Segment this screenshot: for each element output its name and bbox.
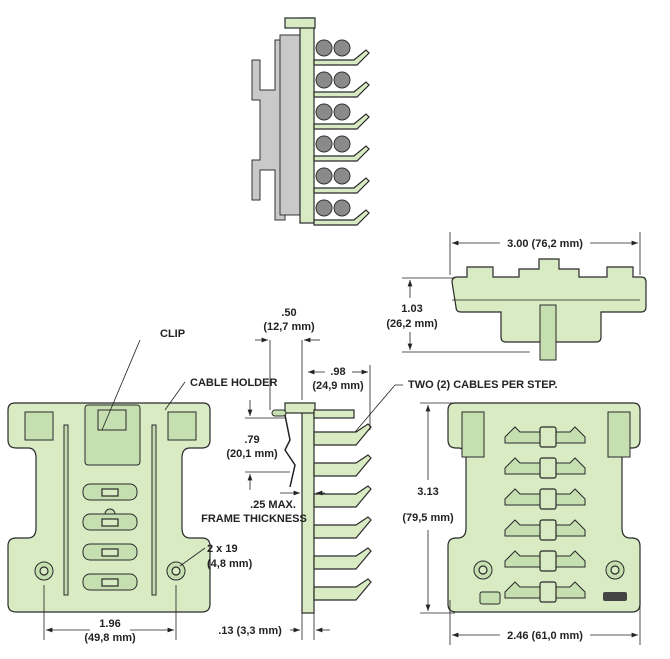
brand-logo	[603, 592, 627, 601]
slot-tab	[101, 548, 119, 557]
frame-thickness-label: FRAME THICKNESS	[201, 513, 307, 525]
slot-tab	[101, 518, 119, 527]
back-latch-left	[461, 411, 485, 458]
side-clip-spring	[284, 414, 296, 488]
top-view-stem	[539, 304, 557, 361]
cable	[315, 39, 333, 57]
side-view: .50 (12,7 mm) .98 (24,9 mm) .79 (20,1 mm…	[201, 307, 558, 640]
cable	[315, 135, 333, 153]
back-view: 3.13 (79,5 mm) 2.46 (61,0 mm)	[402, 402, 641, 645]
step-hook	[313, 81, 370, 98]
clip-tab	[97, 409, 127, 431]
step-hook	[313, 145, 370, 162]
frame-rail	[279, 34, 301, 216]
slot-tab	[101, 488, 119, 497]
front-body	[7, 402, 211, 613]
depth-total-mm: (12,7 mm)	[263, 321, 315, 333]
clip-height-in: .79	[244, 434, 259, 446]
top-view: 3.00 (76,2 mm) 1.03 (26,2 mm)	[386, 232, 647, 361]
cable	[315, 71, 333, 89]
step-hook	[313, 454, 372, 477]
cable	[333, 167, 351, 185]
side-clip-tip	[271, 409, 287, 417]
mounting-frame	[251, 39, 286, 221]
hole-dim-mm: (4,8 mm)	[207, 558, 253, 570]
step-hook	[313, 516, 372, 539]
back-step-tab	[539, 550, 557, 572]
holder-top	[284, 17, 316, 29]
front-width-in: 1.96	[99, 618, 120, 630]
two-cables-label: TWO (2) CABLES PER STEP.	[408, 379, 558, 391]
side-top-shelf	[313, 409, 355, 419]
rib-left	[63, 424, 69, 596]
front-view: CLIP CABLE HOLDER 2 x 19 (4,8 mm) 1.96 (…	[7, 328, 277, 644]
step-hook	[313, 485, 372, 508]
hole-dim-in: 2 x 19	[207, 543, 238, 555]
top-view-body	[451, 258, 647, 343]
cable	[333, 103, 351, 121]
base-thickness-dim: .13 (3,3 mm)	[218, 625, 282, 637]
cable	[333, 71, 351, 89]
height-mm: (79,5 mm)	[402, 512, 454, 524]
clip-height-mm: (20,1 mm)	[226, 448, 278, 460]
front-width-mm: (49,8 mm)	[84, 632, 136, 644]
top-width-dim: 3.00 (76,2 mm)	[507, 238, 583, 250]
back-latch-right	[607, 411, 631, 458]
clip-label: CLIP	[160, 328, 185, 340]
step-hook	[313, 578, 372, 601]
back-label-pad	[479, 591, 501, 605]
top-height-in: 1.03	[401, 303, 422, 315]
step-hook	[313, 209, 370, 226]
rib-right	[151, 424, 157, 596]
back-step-tab	[539, 519, 557, 541]
cable	[333, 135, 351, 153]
back-width-dim: 2.46 (61,0 mm)	[507, 630, 583, 642]
back-step-tab	[539, 426, 557, 448]
cable	[333, 39, 351, 57]
step-hook	[313, 49, 370, 66]
depth-holder-in: .98	[330, 366, 345, 378]
back-step-tab	[539, 488, 557, 510]
depth-holder-mm: (24,9 mm)	[312, 380, 364, 392]
step-hook	[313, 423, 372, 446]
slot-tab	[101, 578, 119, 587]
side-top	[284, 402, 316, 414]
cable-holder-label: CABLE HOLDER	[190, 377, 277, 389]
cable	[315, 199, 333, 217]
top-height-mm: (26,2 mm)	[386, 318, 438, 330]
cable	[333, 199, 351, 217]
cable	[315, 103, 333, 121]
back-step-tab	[539, 457, 557, 479]
depth-total-in: .50	[281, 307, 296, 319]
back-step-tab	[539, 581, 557, 603]
corner-latch-left	[24, 411, 54, 441]
frame-max-dim: .25 MAX.	[250, 499, 296, 511]
cable	[315, 167, 333, 185]
height-in: 3.13	[417, 486, 438, 498]
side-spine	[301, 404, 315, 614]
holder-spine	[299, 17, 315, 224]
step-hook	[313, 113, 370, 130]
step-hook	[313, 547, 372, 570]
side-view-with-cables	[251, 17, 370, 226]
corner-latch-right	[167, 411, 197, 441]
step-hook	[313, 177, 370, 194]
